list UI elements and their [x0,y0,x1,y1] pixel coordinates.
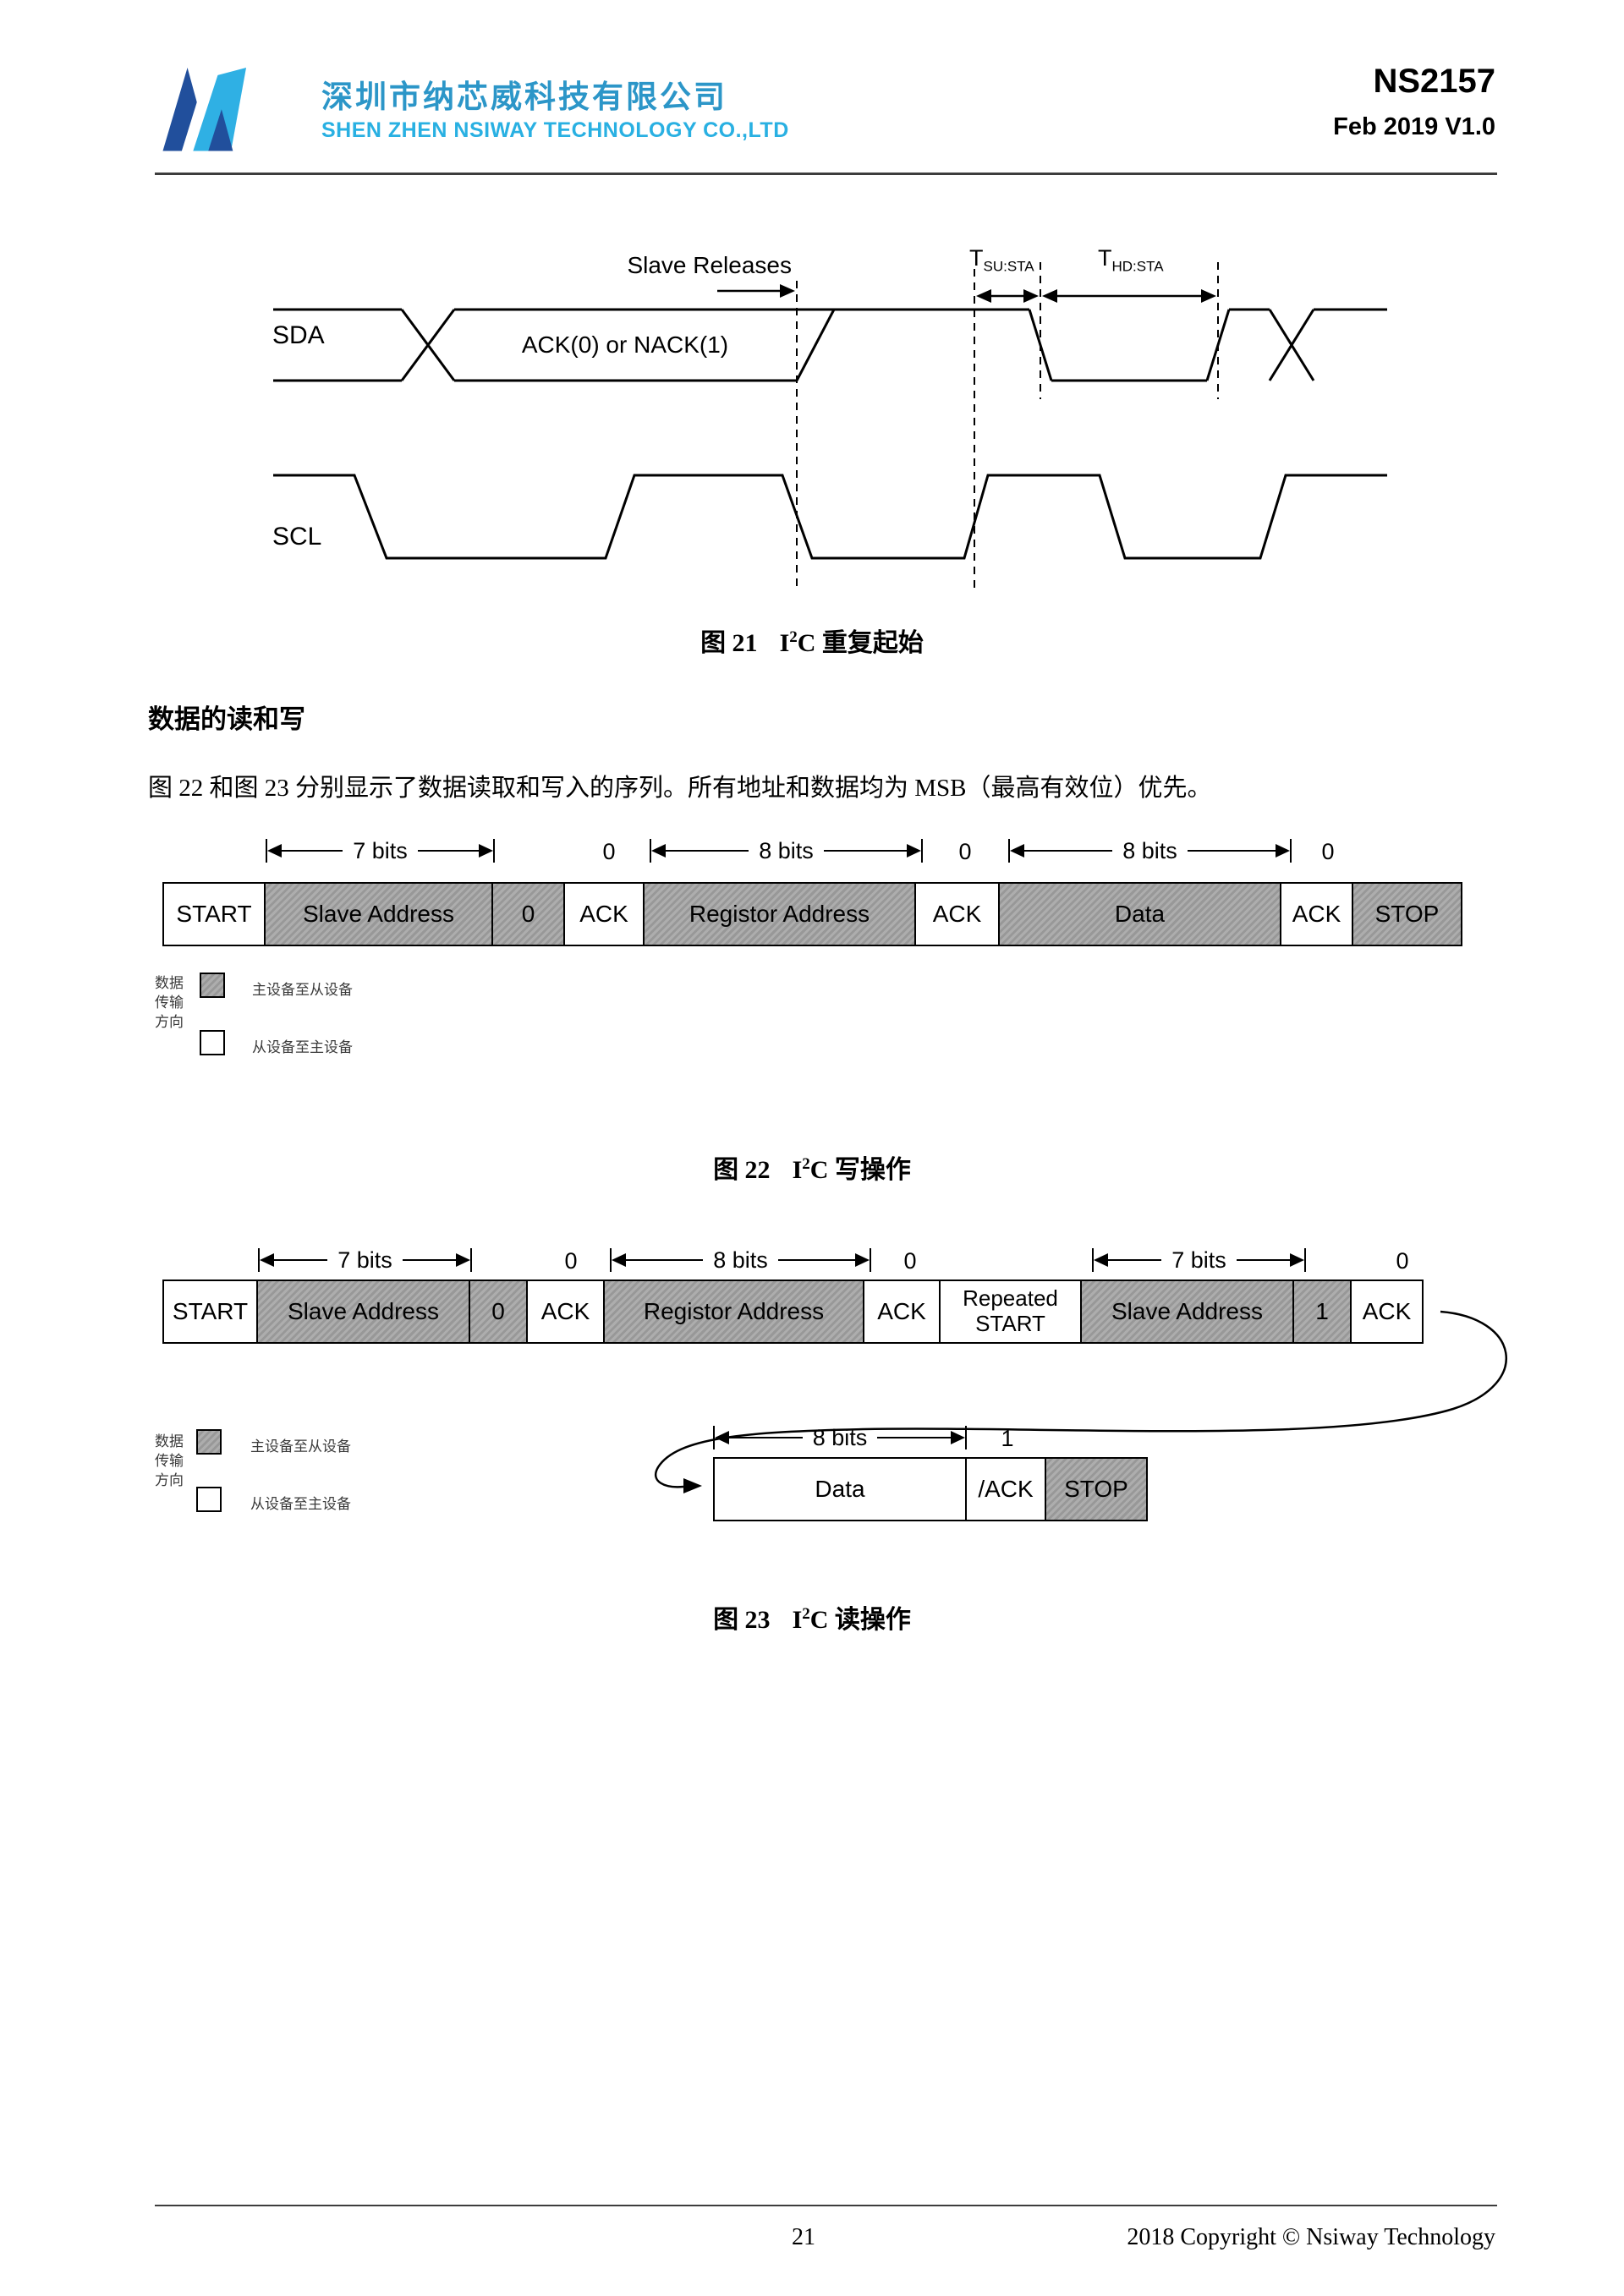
sequence-cell: Data [998,882,1281,946]
fig23-nack-value: 1 [1001,1426,1014,1451]
sda-signal-label: SDA [272,321,325,349]
fig23-8bits-measure: 8 bits [610,1247,872,1273]
fig23-legend-master-swatch [196,1429,222,1455]
thd-symbol: T [1098,245,1112,271]
fig23-data-8bits-measure: 8 bits [713,1425,968,1450]
part-number: NS2157 [1373,63,1495,100]
thd-sta-label: THD:STA [1098,245,1164,275]
figure21-number: 图 21 [700,629,758,657]
sequence-cell: STOP [1352,882,1462,946]
section-heading: 数据的读和写 [148,704,305,734]
sequence-cell: Repeated START [939,1280,1082,1344]
fig23-ack3-value: 0 [1396,1248,1409,1274]
fig22-sequence-row: START Slave Address 0 ACK Registor Addre… [162,882,1462,946]
sequence-cell: ACK [863,1280,941,1344]
sequence-cell: 1 [1292,1280,1352,1344]
fig22-ack2-value: 0 [958,839,972,864]
sequence-cell: ACK [1280,882,1353,946]
tsu-sta-label: TSU:STA [969,245,1034,275]
sequence-cell: /ACK [965,1457,1046,1521]
scl-signal-label: SCL [272,523,322,551]
fig22-legend-master-label: 主设备至从设备 [252,982,353,998]
fig22-legend-slave-label: 从设备至主设备 [252,1039,353,1055]
tsu-subscript: SU:STA [983,258,1034,275]
fig22-8bits-measure-1: 8 bits [650,838,924,863]
copyright-notice: 2018 Copyright © Nsiway Technology [1127,2224,1495,2250]
page-number: 21 [792,2224,815,2250]
sequence-cell: 0 [469,1280,528,1344]
sequence-cell: ACK [526,1280,605,1344]
fig22-7bits-measure: 7 bits [266,838,496,863]
sequence-cell: ACK [1350,1280,1424,1344]
tsu-symbol: T [969,245,984,271]
fig23-legend-title: 数据 传输 方向 [155,1433,184,1488]
thd-subscript: HD:STA [1111,258,1164,275]
fig23-legend-master-label: 主设备至从设备 [250,1438,351,1455]
section-body: 图 22 和图 23 分别显示了数据读取和写入的序列。所有地址和数据均为 MSB… [148,775,1212,802]
ack-nack-label: ACK(0) or NACK(1) [521,332,729,358]
sequence-cell: Slave Address [1080,1280,1294,1344]
sequence-cell: Data [713,1457,967,1521]
sequence-cell: Slave Address [264,882,493,946]
fig22-ack1-value: 0 [602,839,616,864]
fig22-legend-slave-swatch [200,1030,225,1055]
fig23-7bits-measure-2: 7 bits [1092,1247,1307,1273]
fig22-ack3-value: 0 [1321,839,1335,864]
figure23-number: 图 23 [713,1606,771,1634]
fig23-ack1-value: 0 [564,1248,578,1274]
sequence-cell: ACK [563,882,645,946]
slave-releases-label: Slave Releases [627,252,792,278]
footer-rule [155,2205,1497,2206]
sda-waveform [273,308,1387,382]
sequence-cell: ACK [914,882,1000,946]
sequence-cell: START [162,1280,258,1344]
header-rule [155,173,1497,175]
company-name-cn: 深圳市纳芯威科技有限公司 [321,79,727,114]
fig23-legend-slave-swatch [196,1487,222,1512]
fig23-legend-slave-label: 从设备至主设备 [250,1496,351,1512]
fig22-legend-title: 数据 传输 方向 [155,975,184,1030]
timing-dashed-guides [796,262,1219,592]
sequence-cell: Slave Address [256,1280,470,1344]
sequence-cell: Registor Address [603,1280,864,1344]
logo-graphic [162,67,247,151]
company-logo [159,59,254,156]
sequence-cell: 0 [491,882,565,946]
fig22-legend-master-swatch [200,973,225,998]
fig23-sequence-row2: Data /ACK STOP [713,1457,1148,1521]
scl-waveform [273,474,1387,560]
fig23-7bits-measure-1: 7 bits [258,1247,473,1273]
company-name-en: SHEN ZHEN NSIWAY TECHNOLOGY CO.,LTD [321,118,789,142]
fig23-ack2-value: 0 [903,1248,917,1274]
figure22-number: 图 22 [713,1156,771,1184]
fig23-sequence-row1: START Slave Address 0 ACK Registor Addre… [162,1280,1424,1344]
sequence-cell: STOP [1045,1457,1148,1521]
sequence-cell: Registor Address [643,882,916,946]
sequence-cell: START [162,882,266,946]
fig22-8bits-measure-2: 8 bits [1008,838,1292,863]
document-revision: Feb 2019 V1.0 [1333,113,1495,140]
